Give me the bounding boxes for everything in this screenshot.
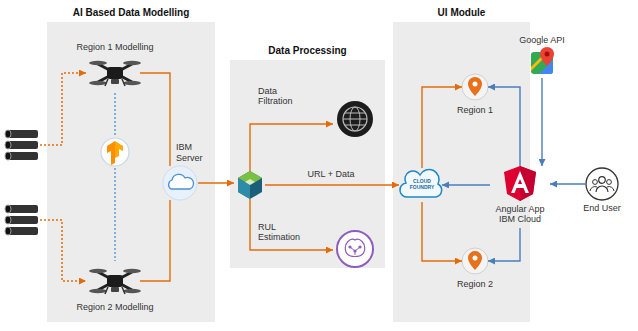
text-slot: RUL Estimation — [258, 222, 306, 243]
process-node: RUL Estimation — [336, 230, 374, 268]
text-slot: Region 2 — [445, 279, 505, 289]
connector — [550, 183, 586, 184]
drone-label: Region 1 Modelling — [60, 42, 170, 52]
tensorflow-icon — [101, 138, 129, 166]
region-label: Region 1 — [445, 105, 505, 115]
drone-label: Region 2 Modelling — [60, 302, 170, 312]
ibm-cloud-icon — [163, 166, 197, 200]
text-slot: UI Module — [393, 7, 530, 19]
flow-line — [198, 182, 234, 183]
region-label: Region 2 — [445, 279, 505, 289]
text-slot: Region 1 Modelling — [60, 42, 170, 52]
api-node: Google API — [529, 48, 555, 78]
text-slot: Google API — [512, 35, 572, 45]
connector — [140, 200, 170, 281]
flow-line — [265, 184, 399, 185]
brain-icon — [337, 231, 373, 267]
connector — [541, 78, 542, 166]
user-group-icon — [586, 168, 618, 200]
user-label: End User — [572, 203, 632, 213]
data-feed-line — [40, 73, 86, 145]
model-link-line — [114, 168, 116, 261]
connector — [488, 228, 520, 261]
drone-node: Region 1 Modelling — [90, 55, 140, 91]
section-title: AI Based Data Modelling — [47, 7, 215, 19]
icon-text: CLOUD FOUNDRY — [407, 179, 437, 191]
google-maps-icon — [531, 47, 554, 74]
globe-icon — [337, 101, 373, 137]
server-cloud-node: IBM Server — [162, 166, 198, 200]
cloud-foundry-icon — [400, 169, 442, 197]
section-panel: AI Based Data ModellingRegion 1 Modellin… — [47, 22, 215, 322]
text-slot: URL + Data — [300, 169, 362, 179]
api-label: Google API — [512, 35, 572, 45]
text-slot: Data Processing — [230, 45, 385, 57]
text-slot: IBM Server — [176, 142, 212, 163]
text-slot: AI Based Data Modelling — [47, 7, 215, 19]
connector — [422, 202, 462, 261]
map-pin-icon — [462, 248, 488, 274]
edge-label: URL + Data — [300, 169, 362, 179]
process-label: Data Filtration — [258, 86, 304, 107]
pipe-bundle — [5, 205, 38, 235]
app-label: Angular App IBM Cloud — [490, 204, 550, 225]
pipe-bundle — [5, 130, 38, 160]
text-slot: CLOUD FOUNDRY — [407, 179, 437, 191]
text-slot: Angular App IBM Cloud — [490, 204, 550, 225]
app-node: Angular App IBM Cloud — [490, 166, 550, 228]
text-slot: Data Filtration — [258, 86, 304, 107]
connector — [488, 87, 520, 166]
drone-illustration — [89, 61, 141, 86]
panel-ground — [47, 22, 215, 322]
process-node: Data Filtration — [336, 100, 374, 138]
processing-hub-icon — [238, 171, 262, 199]
process-label: RUL Estimation — [258, 222, 306, 243]
region-node: Region 2 — [462, 246, 488, 276]
data-feed-line — [40, 220, 86, 281]
map-pin-icon — [462, 74, 488, 100]
connector — [422, 87, 462, 168]
cloud-foundry-node: CLOUD FOUNDRY — [402, 168, 442, 202]
drone-node: Region 2 Modelling — [90, 263, 140, 299]
connector — [442, 184, 490, 185]
user-node: End User — [586, 168, 618, 200]
text-slot: Region 2 Modelling — [60, 302, 170, 312]
angular-logo — [504, 166, 536, 201]
flow-line — [250, 199, 333, 250]
drone-illustration — [89, 269, 141, 294]
text-slot: Region 1 — [445, 105, 505, 115]
section-title: UI Module — [393, 7, 530, 19]
flow-line — [250, 124, 333, 171]
region-node: Region 1 — [462, 72, 488, 102]
section-title: Data Processing — [230, 45, 385, 57]
server-label: IBM Server — [176, 142, 212, 163]
connector — [140, 73, 170, 166]
section-panel: Data ProcessingData FiltrationRUL Estima… — [230, 60, 385, 268]
panel-ground — [230, 60, 385, 268]
model-link-line — [114, 93, 116, 136]
text-slot: End User — [572, 203, 632, 213]
section-panel: UI ModuleCLOUD FOUNDRYRegion 1Region 2An… — [393, 22, 530, 322]
